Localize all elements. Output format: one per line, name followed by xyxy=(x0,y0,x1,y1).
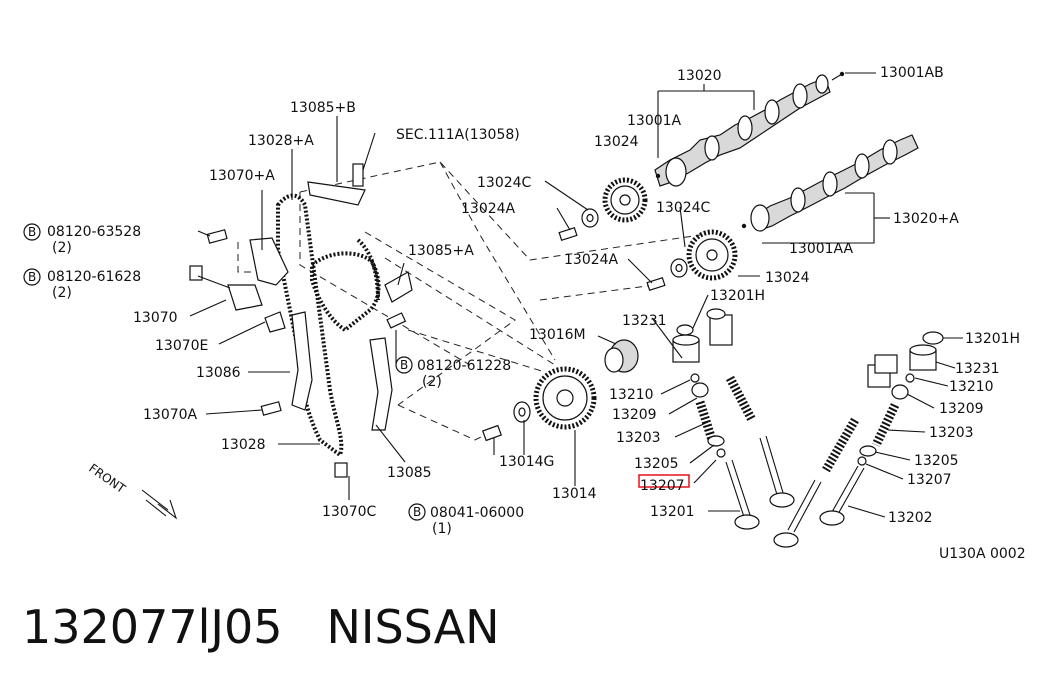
part-title: 132077lJ05 NISSAN xyxy=(22,600,544,654)
label-13203-left: 13203 xyxy=(616,430,661,446)
brand-name: NISSAN xyxy=(326,600,500,654)
label-b3-qty: (2) xyxy=(422,374,442,390)
label-13070: 13070 xyxy=(133,310,178,326)
label-13205-right: 13205 xyxy=(914,453,959,469)
label-13086: 13086 xyxy=(196,365,241,381)
label-13210-left: 13210 xyxy=(609,387,654,403)
label-b4-part: 08041-06000 xyxy=(430,505,524,521)
label-13201h-right: 13201H xyxy=(965,331,1020,347)
label-13085: 13085 xyxy=(387,465,432,481)
label-b1-qty: (2) xyxy=(52,240,72,256)
label-b1-part: 08120-63528 xyxy=(47,224,141,240)
label-13001ab: 13001AB xyxy=(880,65,944,81)
label-13210-right: 13210 xyxy=(949,379,994,395)
label-front: FRONT xyxy=(86,461,128,496)
label-13209-left: 13209 xyxy=(612,407,657,423)
bolt-symbols: B B B B xyxy=(23,223,426,521)
label-13024c-right: 13024C xyxy=(656,200,711,216)
highlight-box-13207 xyxy=(638,474,690,488)
label-13024a-right: 13024A xyxy=(564,252,619,268)
camshaft-13020 xyxy=(654,71,845,187)
label-13203-right: 13203 xyxy=(929,425,974,441)
label-13070a: 13070A xyxy=(143,407,198,423)
label-13014: 13014 xyxy=(552,486,597,502)
label-13001aa: 13001AA xyxy=(789,241,854,257)
bolt-symbol-3: B xyxy=(400,358,408,372)
valve-train-left xyxy=(672,308,795,530)
label-13085a: 13085+A xyxy=(408,243,474,259)
label-13028: 13028 xyxy=(221,437,266,453)
label-13024c-left: 13024C xyxy=(477,175,532,191)
camshaft-13020a xyxy=(741,134,919,232)
label-13070e: 13070E xyxy=(155,338,208,354)
label-13070a-plus: 13070+A xyxy=(209,168,275,184)
label-b4-qty: (1) xyxy=(432,521,452,537)
label-13201: 13201 xyxy=(650,504,695,520)
label-sec-111a: SEC.111A(13058) xyxy=(396,127,520,143)
label-13207-left: 13207 xyxy=(640,478,685,494)
sprockets xyxy=(513,177,738,430)
bolt-symbol-2: B xyxy=(28,270,36,284)
reference-lines xyxy=(237,161,701,441)
bolt-symbol-4: B xyxy=(413,505,421,519)
label-b2-part: 08120-61628 xyxy=(47,269,141,285)
label-b3-part: 08120-61228 xyxy=(417,358,511,374)
diagram-code: U130A 0002 xyxy=(939,546,1026,562)
part-number: 132077lJ05 xyxy=(22,600,283,654)
label-13205-left: 13205 xyxy=(634,456,679,472)
label-13209-right: 13209 xyxy=(939,401,984,417)
label-13231-right: 13231 xyxy=(955,361,1000,377)
label-13231-left: 13231 xyxy=(622,313,667,329)
label-13020a: 13020+A xyxy=(893,211,959,227)
label-13016m: 13016M xyxy=(529,327,586,343)
label-13085b: 13085+B xyxy=(290,100,356,116)
part-labels: 13020 13001AB 13001A 13085+B SEC.111A(13… xyxy=(47,65,1026,562)
bolt-symbol-1: B xyxy=(28,225,36,239)
timing-chains xyxy=(227,181,413,459)
label-13024-top: 13024 xyxy=(594,134,639,150)
label-13024-right: 13024 xyxy=(765,270,810,286)
label-13028a: 13028+A xyxy=(248,133,314,149)
label-13024a-left: 13024A xyxy=(461,201,516,217)
front-arrow xyxy=(141,489,178,520)
valve-train-right xyxy=(773,331,944,548)
label-13202: 13202 xyxy=(888,510,933,526)
label-13001a: 13001A xyxy=(627,113,682,129)
label-b2-qty: (2) xyxy=(52,285,72,301)
label-13070c: 13070C xyxy=(322,504,377,520)
label-13201h-top: 13201H xyxy=(710,288,765,304)
label-13207-right: 13207 xyxy=(907,472,952,488)
leader-lines xyxy=(189,72,963,518)
label-13020: 13020 xyxy=(677,68,722,84)
label-13014g: 13014G xyxy=(499,454,554,470)
